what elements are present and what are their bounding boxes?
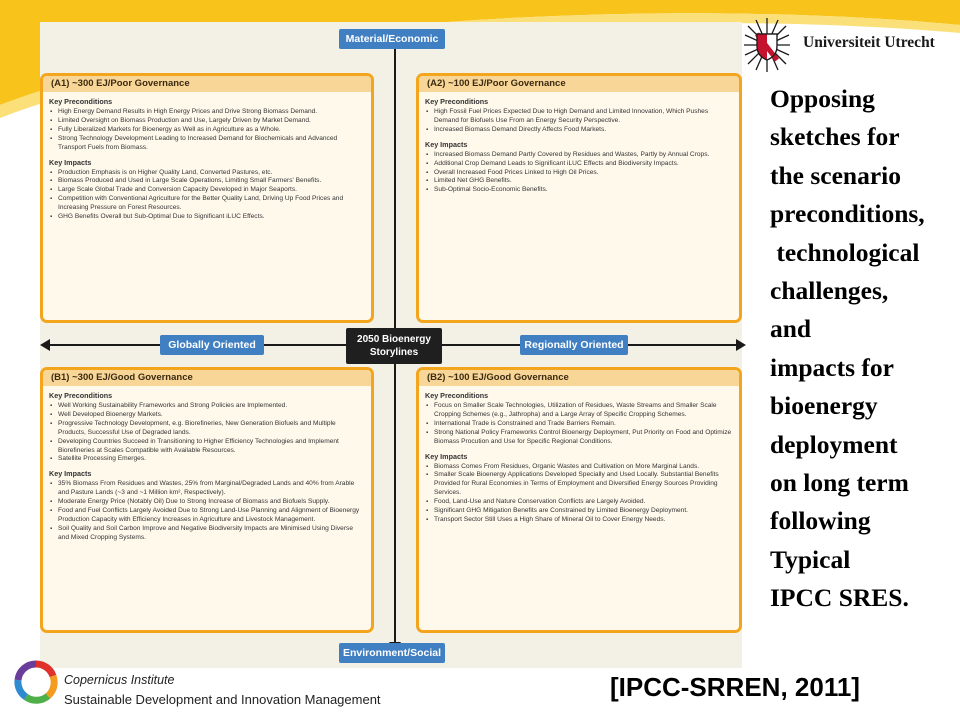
list-item: Large Scale Global Trade and Conversion …: [50, 186, 365, 195]
institute-subtitle: Sustainable Development and Innovation M…: [64, 692, 381, 707]
list-item: Food and Fuel Conflicts Largely Avoided …: [50, 507, 365, 525]
list-item: Increased Biomass Demand Partly Covered …: [426, 151, 733, 160]
impacts-heading: Key Impacts: [49, 469, 92, 479]
preconditions-list: High Fossil Fuel Prices Expected Due to …: [425, 108, 733, 135]
list-item: Food, Land-Use and Nature Conservation C…: [426, 498, 733, 507]
axis-label-material-economic: Material/Economic: [339, 29, 445, 49]
quadrant-title: (A2) ~100 EJ/Poor Governance: [419, 76, 739, 92]
impacts-list: Increased Biomass Demand Partly Covered …: [425, 151, 733, 196]
list-item: Well Working Sustainability Frameworks a…: [50, 402, 365, 411]
list-item: Limited Oversight on Biomass Production …: [50, 117, 365, 126]
preconditions-heading: Key Preconditions: [49, 391, 113, 400]
quadrant-a2: (A2) ~100 EJ/Poor Governance Key Precond…: [416, 73, 742, 323]
list-item: Strong National Policy Frameworks Contro…: [426, 429, 733, 447]
list-item: Biomass Comes From Residues, Organic Was…: [426, 463, 733, 472]
list-item: Well Developed Bioenergy Markets.: [50, 411, 365, 420]
list-item: Significant GHG Mitigation Benefits are …: [426, 507, 733, 516]
list-item: 35% Biomass From Residues and Wastes, 25…: [50, 480, 365, 498]
institute-title: Copernicus Institute: [64, 673, 175, 687]
list-item: Biomass Produced and Used in Large Scale…: [50, 177, 365, 186]
list-item: Overall Increased Food Prices Linked to …: [426, 169, 733, 178]
impacts-list: 35% Biomass From Residues and Wastes, 25…: [49, 480, 365, 542]
quadrant-b2: (B2) ~100 EJ/Good Governance Key Precond…: [416, 367, 742, 633]
list-item: International Trade is Constrained and T…: [426, 420, 733, 429]
list-item: High Energy Demand Results in High Energ…: [50, 108, 365, 117]
quadrant-b1: (B1) ~300 EJ/Good Governance Key Precond…: [40, 367, 374, 633]
list-item: Limited Net GHG Benefits.: [426, 177, 733, 186]
list-item: Competition with Conventional Agricultur…: [50, 195, 365, 213]
list-item: Developing Countries Succeed in Transiti…: [50, 438, 365, 456]
center-storylines-box: 2050 Bioenergy Storylines: [346, 328, 442, 364]
list-item: Production Emphasis is on Higher Quality…: [50, 169, 365, 178]
arrow-right-icon: [736, 339, 746, 351]
quadrant-title: (A1) ~300 EJ/Poor Governance: [43, 76, 371, 92]
copernicus-ring-icon: [14, 660, 58, 704]
list-item: GHG Benefits Overall but Sub-Optimal Due…: [50, 213, 365, 222]
list-item: Strong Technology Development Leading to…: [50, 135, 365, 153]
axis-label-regionally-oriented: Regionally Oriented: [520, 335, 628, 355]
list-item: Sub-Optimal Socio-Economic Benefits.: [426, 186, 733, 195]
preconditions-heading: Key Preconditions: [425, 391, 489, 400]
impacts-list: Biomass Comes From Residues, Organic Was…: [425, 463, 733, 525]
list-item: Soil Quality and Soil Carbon Improve and…: [50, 525, 365, 543]
list-item: High Fossil Fuel Prices Expected Due to …: [426, 108, 733, 126]
quadrant-title: (B2) ~100 EJ/Good Governance: [419, 370, 739, 386]
list-item: Focus on Smaller Scale Technologies, Uti…: [426, 402, 733, 420]
list-item: Progressive Technology Development, e.g.…: [50, 420, 365, 438]
quadrant-a1: (A1) ~300 EJ/Poor Governance Key Precond…: [40, 73, 374, 323]
preconditions-list: High Energy Demand Results in High Energ…: [49, 108, 365, 153]
preconditions-list: Focus on Smaller Scale Technologies, Uti…: [425, 402, 733, 447]
citation: [IPCC-SRREN, 2011]: [610, 672, 860, 702]
impacts-list: Production Emphasis is on Higher Quality…: [49, 169, 365, 222]
university-name: Universiteit Utrecht: [803, 34, 935, 51]
impacts-heading: Key Impacts: [49, 157, 92, 167]
utrecht-sun-emblem-icon: [744, 18, 790, 72]
list-item: Fully Liberalized Markets for Bioenergy …: [50, 126, 365, 135]
side-description: Opposing sketches for the scenario preco…: [770, 84, 925, 613]
list-item: Increased Biomass Demand Directly Affect…: [426, 126, 733, 135]
axis-label-globally-oriented: Globally Oriented: [160, 335, 264, 355]
impacts-heading: Key Impacts: [425, 139, 468, 149]
preconditions-list: Well Working Sustainability Frameworks a…: [49, 402, 365, 464]
list-item: Satellite Processing Emerges.: [50, 455, 365, 464]
preconditions-heading: Key Preconditions: [425, 97, 489, 106]
arrow-left-icon: [40, 339, 50, 351]
center-title-line2: Storylines: [369, 347, 419, 358]
storyline-diagram: (A1) ~300 EJ/Poor Governance Key Precond…: [40, 22, 746, 668]
center-title-line1: 2050 Bioenergy: [357, 334, 431, 345]
list-item: Smaller Scale Bioenergy Applications Dev…: [426, 471, 733, 498]
quadrant-title: (B1) ~300 EJ/Good Governance: [43, 370, 371, 386]
preconditions-heading: Key Preconditions: [49, 97, 113, 106]
impacts-heading: Key Impacts: [425, 451, 468, 461]
list-item: Moderate Energy Price (Notably Oil) Due …: [50, 498, 365, 507]
list-item: Additional Crop Demand Leads to Signific…: [426, 160, 733, 169]
axis-label-environment-social: Environment/Social: [339, 643, 445, 663]
list-item: Transport Sector Still Uses a High Share…: [426, 516, 733, 525]
